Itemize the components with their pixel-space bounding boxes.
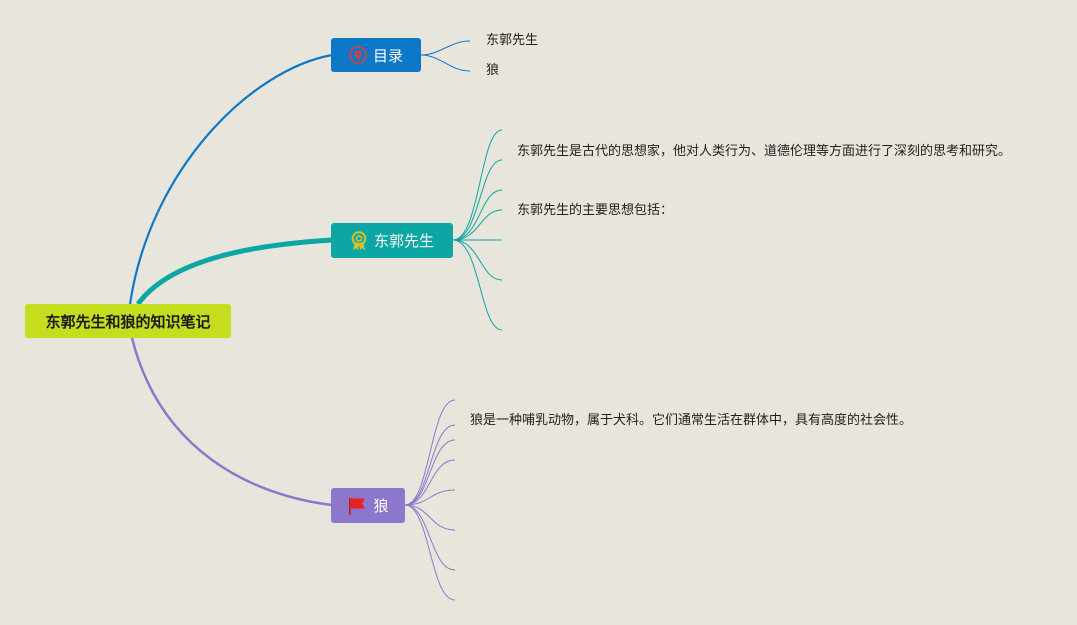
root-topic[interactable]: 东郭先生和狼的知识笔记: [25, 304, 231, 338]
dongguo-text-1[interactable]: 东郭先生是古代的思想家，他对人类行为、道德伦理等方面进行了深刻的思考和研究。: [517, 144, 1012, 159]
lang-text-1[interactable]: 狼是一种哺乳动物，属于犬科。它们通常生活在群体中，具有高度的社会性。: [470, 413, 913, 428]
branch-dongguo[interactable]: 东郭先生: [331, 223, 453, 258]
link-mulu-child-1: [420, 40, 471, 56]
mulu-child-1[interactable]: 东郭先生: [486, 33, 539, 48]
red-flag-icon: [347, 496, 367, 516]
branch-dongguo-label: 东郭先生: [373, 232, 434, 250]
branch-mulu-label: 目录: [372, 46, 403, 65]
link-root-dongguo: [135, 237, 333, 306]
link-root-mulu: [128, 53, 333, 305]
lang-fan-lines: [404, 399, 456, 601]
mulu-child-2[interactable]: 狼: [486, 63, 500, 78]
branch-lang-label: 狼: [373, 497, 389, 515]
branch-lang[interactable]: 狼: [331, 488, 405, 523]
link-root-lang: [130, 337, 333, 507]
award-ribbon-icon: [350, 230, 368, 251]
dongguo-text-2[interactable]: 东郭先生的主要思想包括：: [517, 203, 674, 218]
branch-mulu[interactable]: 目录: [331, 38, 421, 72]
dongguo-fan-lines: [452, 129, 503, 331]
map-pin-icon: [349, 46, 367, 64]
link-mulu-child-2: [420, 54, 471, 72]
root-topic-label: 东郭先生和狼的知识笔记: [45, 312, 211, 331]
